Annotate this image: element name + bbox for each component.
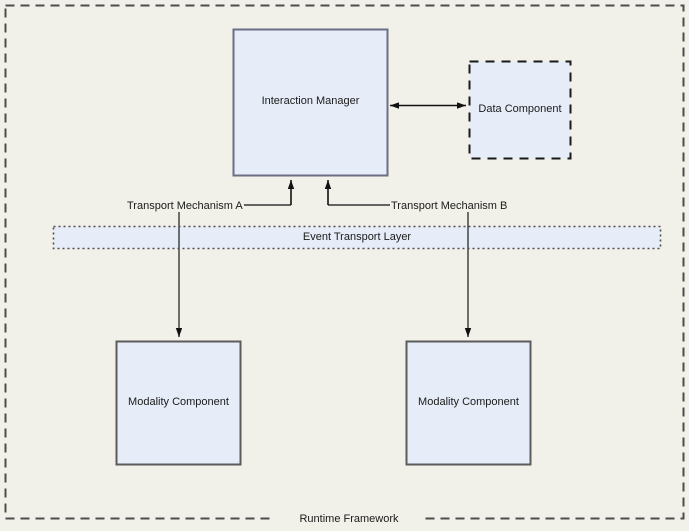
interaction-manager-box[interactable] [232, 28, 389, 177]
transport-mechanism-b-label: Transport Mechanism B [390, 200, 509, 212]
transport-mechanism-a-label: Transport Mechanism A [126, 200, 244, 212]
data-component-box[interactable] [468, 60, 572, 160]
runtime-framework-label: Runtime Framework [274, 513, 424, 525]
modality-component-right-box[interactable] [405, 340, 532, 466]
event-transport-layer-band[interactable] [52, 225, 662, 250]
modality-component-left-box[interactable] [115, 340, 242, 466]
event-transport-layer-label: Event Transport Layer [302, 231, 412, 243]
